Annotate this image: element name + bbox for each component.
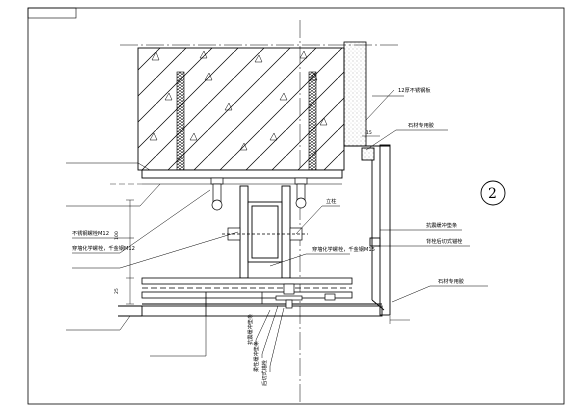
embedded-plate <box>141 169 343 179</box>
angle-bracket <box>239 185 291 279</box>
label-stainless-bolt: 不锈钢螺栓M12 <box>72 229 109 237</box>
bottom-rail <box>141 277 353 316</box>
label-buffer-pad-b: 柔性缓冲垫条 <box>252 341 260 372</box>
stone-column <box>343 41 367 147</box>
corner-leader <box>365 89 395 121</box>
label-stone-glue-bottom: 石材专用胶 <box>438 277 464 285</box>
label-back-bolt-anchor: 背栓后切式锚栓 <box>426 237 463 245</box>
dim-25: 25 <box>114 288 120 294</box>
bottom-anchors <box>261 283 336 309</box>
label-chem-anchor: 穿墙化学螺栓，千金钢M12 <box>72 244 135 252</box>
label-buffer-pad-a: 抗震缓冲垫条 <box>246 314 254 345</box>
top-bolts <box>210 177 308 211</box>
leader-lines <box>66 95 488 372</box>
label-steel-plate: 12厚不锈钢板 <box>398 86 431 94</box>
label-undercut-anchor: 后切式锚栓 <box>260 359 268 386</box>
detail-bubble <box>480 180 506 206</box>
dimension-set <box>126 135 410 324</box>
label-vertical-member: 立柱 <box>326 197 336 205</box>
detail-number: 2 <box>488 186 497 202</box>
sheet-border <box>27 7 565 405</box>
dim-100: 100 <box>114 231 120 240</box>
label-anti-shock-pad: 抗震缓冲垫条 <box>426 221 457 229</box>
label-through-bolt: 穿墙化学螺栓，千金钢M15 <box>312 245 375 253</box>
label-stone-glue-top: 石材专用胶 <box>408 121 434 129</box>
dim-15: 15 <box>366 130 372 136</box>
title-tab <box>27 7 77 19</box>
